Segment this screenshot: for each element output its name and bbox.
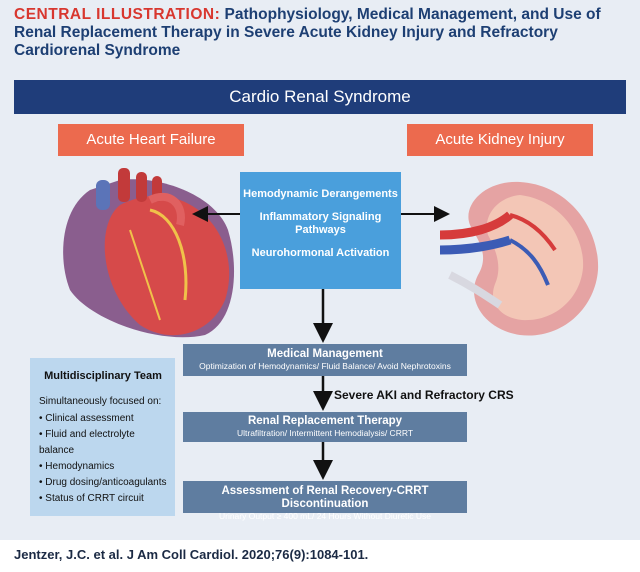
- medical-management-box: Medical Management Optimization of Hemod…: [183, 344, 467, 376]
- team-item: • Fluid and electrolyte balance: [39, 429, 135, 456]
- team-item: • Clinical assessment: [39, 413, 134, 424]
- multidisciplinary-team-box: Multidisciplinary Team Simultaneously fo…: [30, 358, 175, 516]
- team-item: • Hemodynamics: [39, 461, 115, 472]
- severe-aki-label: Severe AKI and Refractory CRS: [334, 388, 514, 402]
- mechanisms-box: Hemodynamic Derangements Inflammatory Si…: [240, 172, 401, 289]
- acute-kidney-injury-label: Acute Kidney Injury: [407, 124, 593, 156]
- renal-replacement-box: Renal Replacement Therapy Ultrafiltratio…: [183, 412, 467, 442]
- step-subtitle: Optimization of Hemodynamics/ Fluid Bala…: [199, 361, 451, 371]
- team-title: Multidisciplinary Team: [44, 370, 162, 382]
- cardio-renal-band: Cardio Renal Syndrome: [14, 80, 626, 114]
- step-title: Medical Management: [267, 348, 383, 360]
- heart-icon: [63, 168, 235, 338]
- step-title: Assessment of Renal Recovery-CRRT Discon…: [221, 485, 429, 510]
- team-item: • Drug dosing/anticoagulants: [39, 477, 167, 488]
- mechanism-item: Inflammatory Signaling Pathways: [259, 211, 382, 236]
- mechanism-item: Neurohormonal Activation: [251, 247, 390, 259]
- illustration-title: CENTRAL ILLUSTRATION: Pathophysiology, M…: [14, 6, 634, 60]
- step-subtitle: Ultrafiltration/ Intermittent Hemodialys…: [236, 428, 414, 438]
- team-item: • Status of CRRT circuit: [39, 493, 144, 504]
- citation: Jentzer, J.C. et al. J Am Coll Cardiol. …: [14, 547, 369, 562]
- illustration-title-text: Pathophysiology, Medical Management, and…: [14, 6, 601, 59]
- step-subtitle: Urinary Output ≥ 400 mL/ 24 Hours Withou…: [218, 511, 432, 521]
- assessment-box: Assessment of Renal Recovery-CRRT Discon…: [183, 481, 467, 521]
- mechanism-item: Hemodynamic Derangements: [243, 188, 398, 200]
- kidney-icon: [439, 181, 599, 336]
- team-intro: Simultaneously focused on:: [39, 396, 162, 407]
- step-title: Renal Replacement Therapy: [247, 415, 403, 427]
- central-illustration-label: CENTRAL ILLUSTRATION:: [14, 6, 221, 23]
- header: CENTRAL ILLUSTRATION: Pathophysiology, M…: [0, 0, 640, 66]
- acute-heart-failure-label: Acute Heart Failure: [58, 124, 244, 156]
